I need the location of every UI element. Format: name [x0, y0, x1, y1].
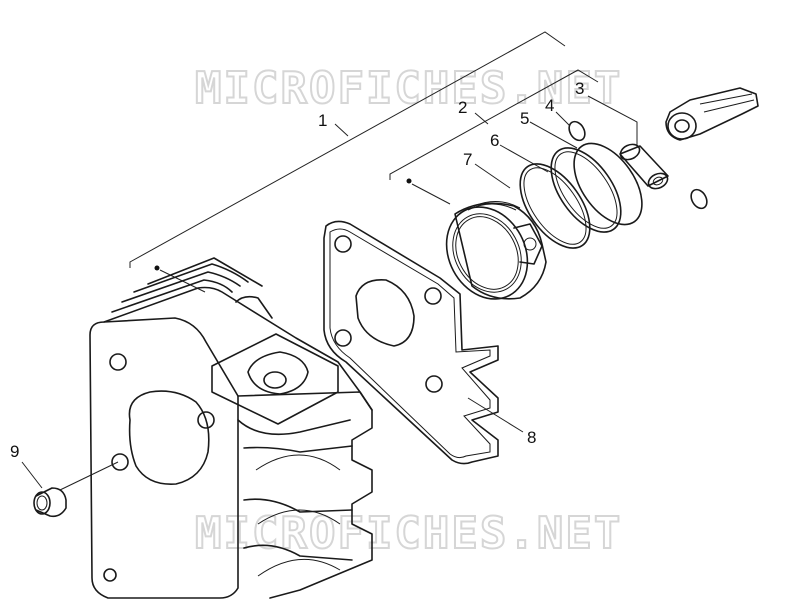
part-dowel-bushing	[33, 487, 67, 518]
callout-8: 8	[527, 428, 536, 447]
callout-1: 1	[318, 111, 327, 130]
group-bracket-2	[389, 69, 599, 205]
watermark-top: MICROFICHES.NET	[195, 63, 622, 114]
part-base-gasket	[323, 220, 499, 465]
callout-6: 6	[490, 131, 499, 150]
part-oil-ring	[573, 142, 643, 226]
part-cylinder	[89, 257, 373, 599]
callout-3: 3	[575, 79, 584, 98]
leader-lines	[21, 95, 638, 491]
watermark-bottom: MICROFICHES.NET	[195, 508, 622, 559]
callout-4: 4	[545, 96, 554, 115]
callout-5: 5	[520, 109, 529, 128]
part-second-ring	[519, 163, 591, 249]
part-top-ring	[550, 147, 622, 233]
callout-2: 2	[458, 98, 467, 117]
part-piston	[445, 201, 547, 300]
part-piston-pin	[619, 143, 669, 190]
callout-9: 9	[10, 442, 19, 461]
part-connecting-rod	[665, 87, 759, 141]
part-circlip-rear	[690, 188, 708, 210]
callout-7: 7	[463, 150, 472, 169]
part-circlip-4	[568, 120, 586, 142]
